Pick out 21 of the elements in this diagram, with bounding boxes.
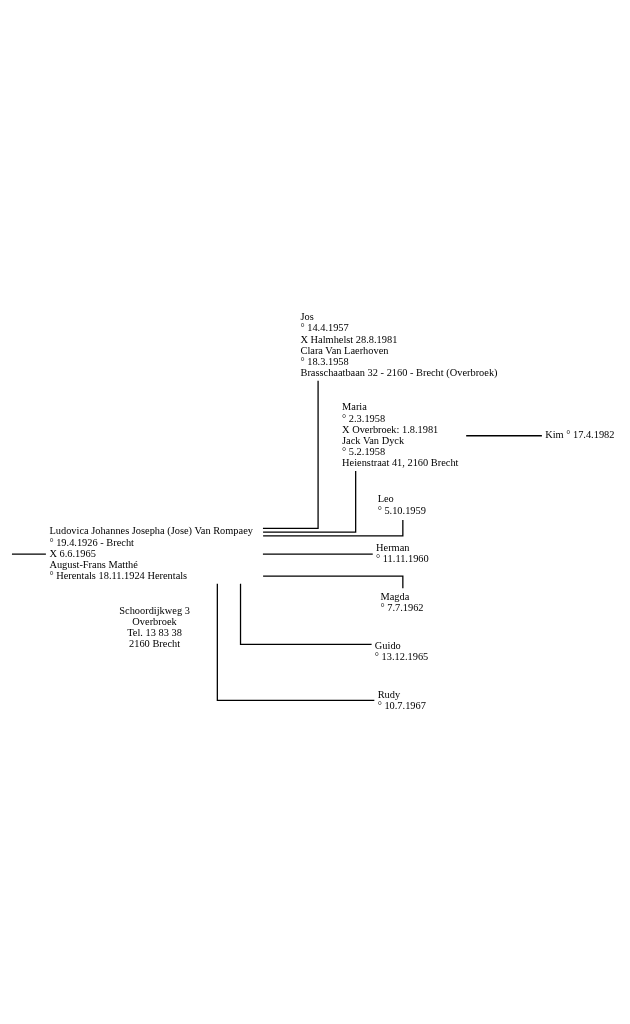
node-text: Leo ° 5.10.1959 <box>377 492 426 516</box>
node-text: Jos ° 14.4.1957 X Halmhelst 28.8.1981 Clara Van Laerhoven ° 18.3.1958 Brasschaatbaan 32 - 2160 - Brecht (Overbroek) <box>300 310 498 378</box>
connector <box>262 518 404 537</box>
label: 2160 Brecht <box>129 637 181 649</box>
node-text: Rudy ° 10.7.1967 <box>377 688 426 711</box>
connector <box>262 552 374 555</box>
node-text: Ludovica Johannes Josepha (Jose) Van Rompaey ° 19.4.1926 - Brecht X 6.6.1965 August-Frans Matthé ° Herentals 18.11.1924 Herentals <box>49 524 253 581</box>
connector <box>262 469 357 533</box>
connector <box>239 582 373 645</box>
connector <box>216 582 375 701</box>
node-text: Kim ° 17.4.1982 <box>545 428 615 440</box>
connector <box>262 379 319 529</box>
node-text: Magda ° 7.7.1962 <box>380 590 424 613</box>
connector <box>465 434 543 436</box>
node-text: Maria ° 2.3.1958 X Overbroek: 1.8.1981 Jack Van Dyck ° 5.2.1958 Heienstraat 41, 2160 Brecht <box>342 400 459 468</box>
node-text: Herman ° 11.11.1960 <box>376 541 429 564</box>
label: Schoordijkweg 3 <box>119 604 190 616</box>
label: Tel. 13 83 38 <box>127 626 182 638</box>
node-text: Guido ° 13.12.1965 <box>374 639 429 662</box>
label: Overbroek <box>132 615 177 627</box>
connector <box>11 552 47 555</box>
